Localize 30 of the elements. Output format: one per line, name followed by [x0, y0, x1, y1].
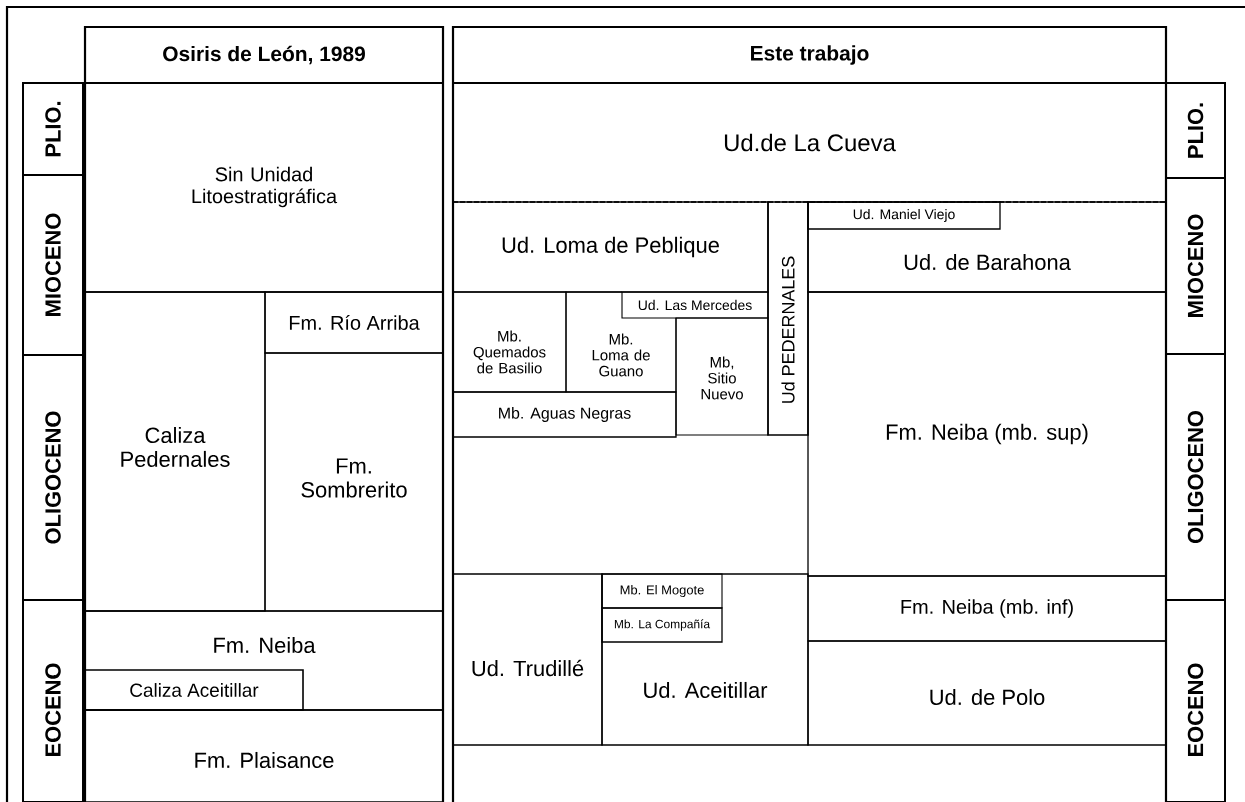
unit-box: Ud. Loma de Peblique	[452, 201, 769, 293]
unit-box: Caliza Aceitillar	[84, 669, 304, 711]
unit-box: Caliza Pedernales	[84, 291, 266, 612]
unit-box: Mb. Aguas Negras	[452, 391, 677, 438]
unit-box: Ud. de Polo	[807, 640, 1167, 746]
unit-box: Ud. Las Mercedes	[621, 291, 769, 319]
unit-box: Sin Unidad Litoestratigráfica	[84, 82, 444, 293]
unit-box: Mb, Sitio Nuevo	[675, 317, 769, 436]
column-header: Este trabajo	[452, 26, 1167, 84]
unit-box: Fm. Río Arriba	[264, 291, 444, 354]
unit-box: Ud PEDERNALES	[767, 201, 809, 436]
epoch-band: OLIGOCENO	[22, 354, 84, 601]
unit-box: Mb. La Compañía	[601, 607, 723, 643]
epoch-band: PLIO.	[1165, 82, 1226, 179]
unit-box: Fm. Neiba (mb. sup)	[807, 291, 1167, 577]
unit-box: Ud. Maniel Viejo	[807, 201, 1001, 230]
epoch-band: EOCENO	[22, 599, 84, 802]
unit-box: Ud.de La Cueva	[452, 82, 1167, 203]
unit-box: Fm. Neiba (mb. inf)	[807, 575, 1167, 642]
unit-box: Fm. Sombrerito	[264, 352, 444, 612]
epoch-band: EOCENO	[1165, 599, 1226, 802]
epoch-band: OLIGOCENO	[1165, 353, 1226, 601]
epoch-band: MIOCENO	[1165, 177, 1226, 355]
unit-box: Ud. Trudillé	[452, 573, 603, 746]
unit-box: Fm. Plaisance	[84, 709, 444, 802]
epoch-band: MIOCENO	[22, 174, 84, 356]
epoch-band: PLIO.	[22, 82, 84, 176]
unit-box: Mb. El Mogote	[601, 573, 723, 609]
unit-box: Mb. Quemados de Basilio	[452, 291, 567, 393]
column-header: Osiris de León, 1989	[84, 26, 444, 84]
